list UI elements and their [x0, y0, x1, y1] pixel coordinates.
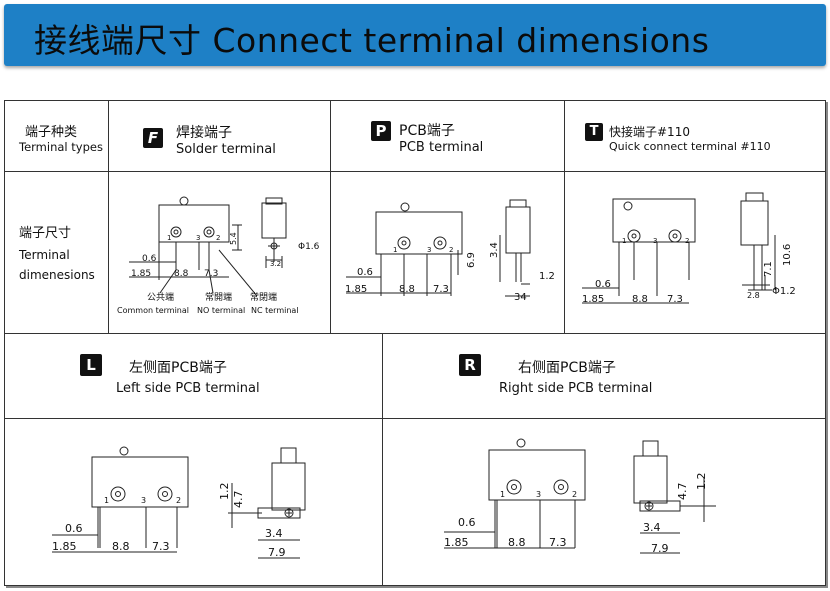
quick-dim-28: 2.8 — [747, 291, 760, 300]
quick-switch-drawing — [582, 192, 776, 304]
solder-nc-en: NC terminal — [251, 306, 299, 315]
solder-dim-06: 0.6 — [142, 254, 157, 264]
right-dim-34: 3.4 — [643, 521, 661, 534]
quick-badge: T — [585, 123, 603, 141]
right-dim-73: 7.3 — [549, 536, 567, 549]
right-switch-drawing — [444, 438, 716, 554]
pcb-name-cn: PCB端子 — [399, 123, 455, 139]
quick-drawing-cell — [564, 171, 826, 334]
pcb-dim-73: 7.3 — [433, 284, 449, 295]
quick-pin-3: 3 — [653, 237, 657, 245]
quick-dim-73: 7.3 — [667, 294, 683, 305]
solder-dim-32: 3.2 — [270, 260, 281, 268]
solder-drawing-cell — [108, 171, 332, 334]
pcb-dim-88: 8.8 — [399, 284, 415, 295]
solder-no-en: NO terminal — [197, 306, 245, 315]
header-banner: 接线端尺寸 Connect terminal dimensions — [4, 4, 826, 66]
quick-dim-71: 7.1 — [763, 261, 774, 277]
right-drawing-cell — [382, 418, 826, 586]
label-types-cell: 端子种类 Terminal types — [4, 100, 110, 173]
left-pin-3: 3 — [141, 496, 146, 505]
quick-dim-185: 1.85 — [582, 294, 604, 305]
types-cn-label: 端子种类 — [25, 125, 78, 140]
solder-nc-cn: 常閉端 — [250, 291, 277, 303]
left-drawing-cell — [4, 418, 384, 586]
pcb-dim-12: 1.2 — [539, 271, 555, 282]
page-title: 接线端尺寸 Connect terminal dimensions — [34, 21, 710, 60]
solder-pin-1: 1 — [167, 234, 171, 242]
pcb-pin-1: 1 — [393, 246, 397, 254]
left-pin-1: 1 — [104, 496, 109, 505]
right-pin-3: 3 — [536, 490, 541, 499]
quick-dim-phi12: Φ1.2 — [772, 286, 796, 297]
solder-dim-185: 1.85 — [131, 269, 151, 279]
pcb-switch-drawing — [346, 199, 531, 297]
quick-name-en: Quick connect terminal #110 — [609, 140, 771, 153]
right-name-cn: 右侧面PCB端子 — [518, 360, 616, 376]
right-dim-06: 0.6 — [458, 516, 476, 529]
pcb-pin-3: 3 — [427, 246, 431, 254]
quick-pin-1: 1 — [622, 237, 626, 245]
pcb-dim-06: 0.6 — [357, 267, 373, 278]
right-dim-88: 8.8 — [508, 536, 526, 549]
left-dim-06: 0.6 — [65, 522, 83, 535]
types-en-label: Terminal types — [19, 140, 103, 154]
pcb-name-en: PCB terminal — [399, 140, 484, 155]
left-badge: L — [80, 354, 102, 376]
quick-header-cell: T 快接端子#110 Quick connect terminal #110 — [564, 100, 826, 173]
pcb-dim-69: 6.9 — [466, 252, 477, 268]
solder-pin-3: 3 — [196, 234, 200, 242]
right-dim-185: 1.85 — [444, 536, 469, 549]
solder-dim-73: 7.3 — [204, 269, 218, 279]
solder-dim-54: 5.4 — [229, 232, 238, 245]
left-dim-79: 7.9 — [268, 546, 286, 559]
solder-name-cn: 焊接端子 — [176, 125, 232, 141]
pcb-badge: P — [371, 121, 391, 141]
solder-pin-2: 2 — [216, 234, 220, 242]
left-dim-185: 1.85 — [52, 540, 77, 553]
left-pin-2: 2 — [176, 496, 181, 505]
left-dim-12: 1.2 — [218, 483, 231, 501]
solder-dim-88: 8.8 — [174, 269, 189, 279]
right-badge: R — [459, 354, 481, 376]
solder-dim-phi16: Φ1.6 — [298, 242, 320, 252]
left-dim-47: 4.7 — [232, 491, 245, 509]
quick-dim-88: 8.8 — [632, 294, 648, 305]
right-dim-12: 1.2 — [695, 473, 708, 491]
left-name-cn: 左侧面PCB端子 — [129, 360, 227, 376]
solder-switch-drawing — [129, 196, 287, 297]
pcb-dim-185: 1.85 — [345, 284, 367, 295]
quick-pin-2: 2 — [685, 237, 689, 245]
right-pin-2: 2 — [572, 490, 577, 499]
dims-en-label-1: Terminal — [19, 248, 70, 262]
quick-name-cn: 快接端子#110 — [609, 125, 690, 139]
right-header-cell: R 右侧面PCB端子 Right side PCB terminal — [382, 333, 826, 420]
solder-common-en: Common terminal — [117, 306, 189, 315]
solder-common-cn: 公共端 — [147, 291, 174, 303]
right-dim-47: 4.7 — [676, 483, 689, 501]
dims-cn-label: 端子尺寸 — [19, 226, 72, 241]
dims-en-label-2: dimenesions — [19, 268, 95, 282]
pcb-header-cell: P PCB端子 PCB terminal — [330, 100, 566, 173]
solder-no-cn: 常開端 — [205, 291, 232, 303]
solder-name-en: Solder terminal — [176, 142, 276, 157]
left-dim-88: 8.8 — [112, 540, 130, 553]
solder-header-cell: F 焊接端子 Solder terminal — [108, 100, 332, 173]
left-header-cell: L 左侧面PCB端子 Left side PCB terminal — [4, 333, 384, 420]
right-pin-1: 1 — [500, 490, 505, 499]
left-dim-34: 3.4 — [265, 527, 283, 540]
right-name-en: Right side PCB terminal — [499, 381, 653, 396]
left-name-en: Left side PCB terminal — [116, 381, 260, 396]
pcb-dim-34: 3.4 — [489, 242, 500, 258]
right-dim-79: 7.9 — [651, 542, 669, 555]
pcb-dim-34b: 34 — [514, 292, 527, 303]
solder-badge: F — [143, 128, 163, 148]
left-dim-73: 7.3 — [152, 540, 170, 553]
left-switch-drawing — [52, 446, 306, 559]
pcb-pin-2: 2 — [449, 246, 453, 254]
quick-dim-06: 0.6 — [595, 279, 611, 290]
quick-dim-106: 10.6 — [782, 244, 793, 266]
